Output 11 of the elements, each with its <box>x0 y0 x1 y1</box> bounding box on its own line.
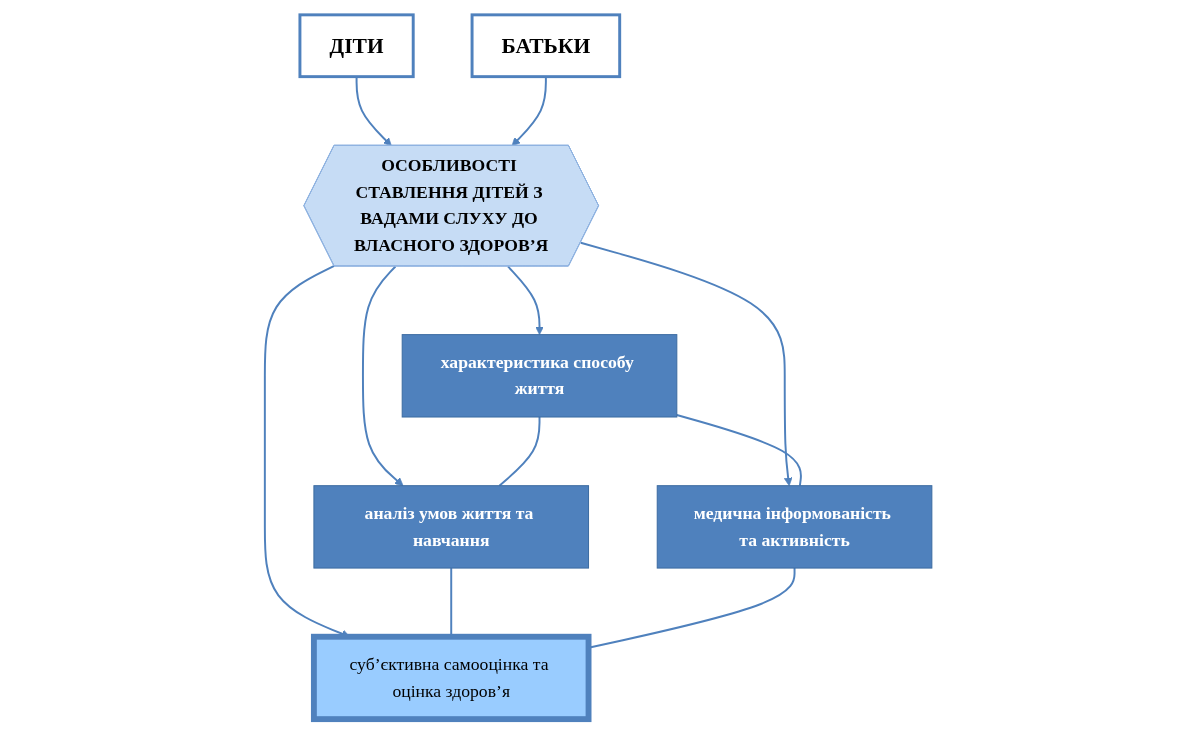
connector <box>498 415 541 487</box>
node-box: суб’єктивна самооцінка та оцінка здоров’я <box>311 633 592 722</box>
arrow <box>507 264 544 335</box>
node-box: ДІТИ <box>298 12 415 78</box>
node-box: медична інформованість та активність <box>656 484 933 569</box>
connector <box>676 413 803 487</box>
node-box: характеристика способу життя <box>401 333 678 417</box>
arrow <box>362 264 404 486</box>
node-box: аналіз умов життя та навчання <box>313 484 590 569</box>
node-box: БАТЬКИ <box>470 12 622 78</box>
arrow <box>579 241 793 486</box>
